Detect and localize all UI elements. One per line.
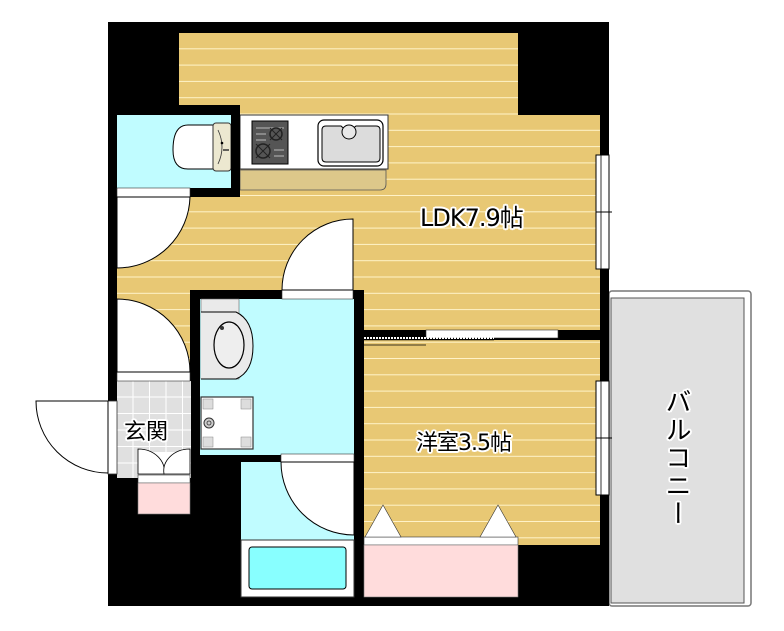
window-ldk[interactable]	[595, 154, 612, 270]
bathroom-door[interactable]	[280, 453, 355, 536]
toilet-door[interactable]	[116, 187, 191, 269]
wash-basin-icon	[200, 298, 254, 380]
room-label-balcony: バルコニー	[661, 388, 691, 528]
balcony	[608, 290, 752, 607]
bathtub-icon	[248, 546, 347, 590]
toilet-top-wall	[108, 105, 240, 115]
entrance	[116, 298, 191, 515]
toilet-room	[117, 115, 232, 188]
kitchen-sink-icon	[317, 119, 384, 167]
entrance-inner-door[interactable]	[116, 298, 191, 373]
western-room-floor	[364, 340, 600, 545]
washing-machine-pan-icon	[200, 396, 254, 450]
partition-wall	[360, 329, 600, 346]
room-label-entrance: 玄関	[124, 420, 169, 445]
room-label-western-room: 洋室3.5帖	[416, 431, 512, 456]
toilet-wall	[231, 105, 240, 197]
window-western-room[interactable]	[595, 380, 612, 496]
toilet-bottom-wall	[180, 188, 240, 197]
closet	[363, 504, 519, 598]
room-label-ldk: LDK7.9帖	[420, 204, 524, 232]
shoe-cabinet	[137, 448, 191, 515]
gas-stove-icon	[251, 120, 289, 165]
toilet-bowl-icon	[172, 122, 232, 172]
front-door[interactable]	[35, 400, 118, 475]
kitchen-counter	[239, 114, 389, 191]
washroom-door[interactable]	[281, 218, 354, 300]
washroom	[190, 290, 364, 462]
